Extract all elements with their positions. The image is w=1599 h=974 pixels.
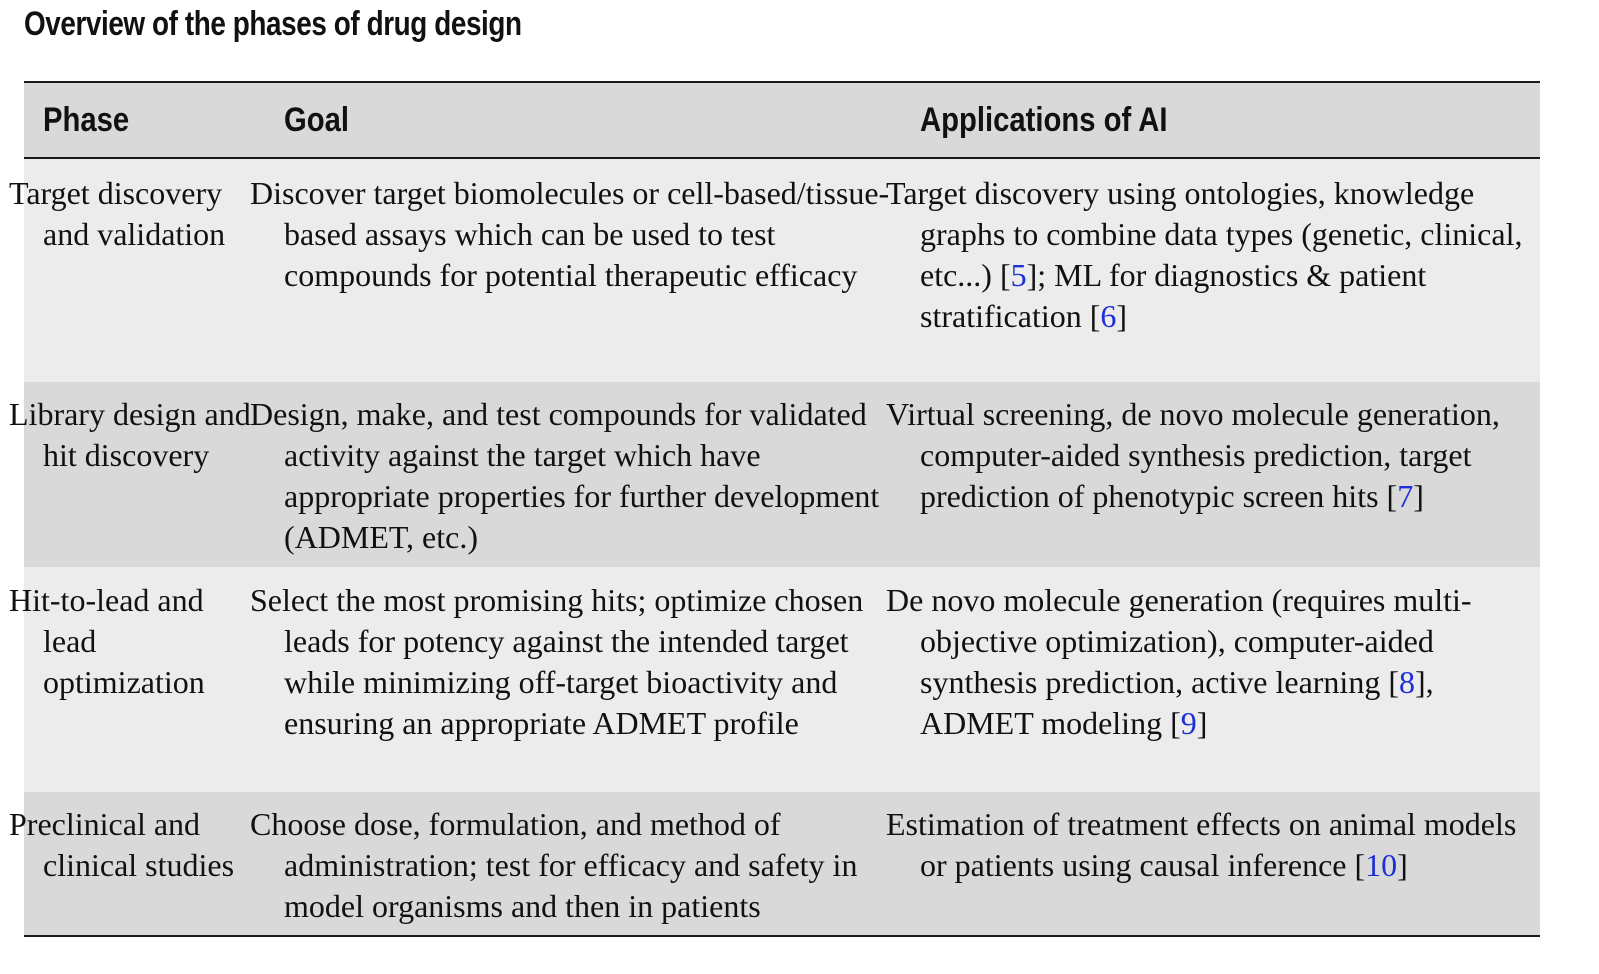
table-row: Library design and hit discovery Design,… [9, 382, 1540, 567]
table-row: Target discovery and validation Discover… [9, 158, 1540, 382]
applications-text: Target discovery using ontologies, knowl… [886, 175, 1523, 293]
cell-applications: Virtual screening, de novo molecule gene… [886, 382, 1540, 567]
header-goal-label: Goal [284, 101, 349, 139]
reference-link[interactable]: 8 [1398, 664, 1415, 700]
cell-applications: Target discovery using ontologies, knowl… [886, 158, 1540, 382]
cell-phase: Library design and hit discovery [9, 396, 251, 473]
reference-link[interactable]: 9 [1180, 705, 1197, 741]
cell-applications: De novo molecule generation (requires mu… [886, 567, 1540, 792]
applications-text: ] [1413, 478, 1424, 514]
cell-applications: Estimation of treatment effects on anima… [886, 792, 1540, 937]
cell-goal: Choose dose, formulation, and method of … [250, 792, 901, 937]
applications-text: ] [1397, 847, 1408, 883]
drug-design-phases-table: Phase Goal Applications of AI Target dis… [9, 81, 1540, 937]
cell-phase: Target discovery and validation [9, 175, 226, 252]
applications-text: ] [1196, 705, 1208, 741]
reference-link[interactable]: 10 [1365, 847, 1398, 883]
cell-goal: Design, make, and test compounds for val… [250, 396, 880, 555]
reference-link[interactable]: 7 [1397, 478, 1414, 514]
header-goal: Goal [265, 81, 901, 159]
cell-phase: Hit-to-lead and lead optimization [9, 582, 205, 700]
table-row: Hit-to-lead and lead optimization Select… [9, 567, 1540, 792]
page-title: Overview of the phases of drug design [24, 5, 522, 43]
header-phase: Phase [24, 81, 265, 159]
reference-link[interactable]: 6 [1100, 298, 1117, 334]
applications-text: ]; ML for diagnostics & patient stratifi… [920, 257, 1427, 334]
cell-goal: Discover target biomolecules or cell-bas… [250, 175, 890, 293]
applications-text: ], ADMET modeling [ [920, 664, 1434, 741]
applications-text: ] [1116, 298, 1128, 334]
table-header-row: Phase Goal Applications of AI [24, 81, 1540, 159]
applications-text: De novo molecule generation (requires mu… [886, 582, 1472, 700]
cell-phase: Preclinical and clinical studies [9, 792, 265, 937]
header-applications: Applications of AI [901, 81, 1540, 159]
applications-text: Estimation of treatment effects on anima… [886, 806, 1517, 883]
table-row: Preclinical and clinical studies Choose … [9, 792, 1540, 937]
cell-goal: Select the most promising hits; optimize… [250, 582, 864, 741]
header-applications-label: Applications of AI [920, 101, 1168, 139]
reference-link[interactable]: 5 [1010, 257, 1027, 293]
header-phase-label: Phase [43, 101, 130, 139]
applications-text: Virtual screening, de novo molecule gene… [886, 396, 1500, 514]
